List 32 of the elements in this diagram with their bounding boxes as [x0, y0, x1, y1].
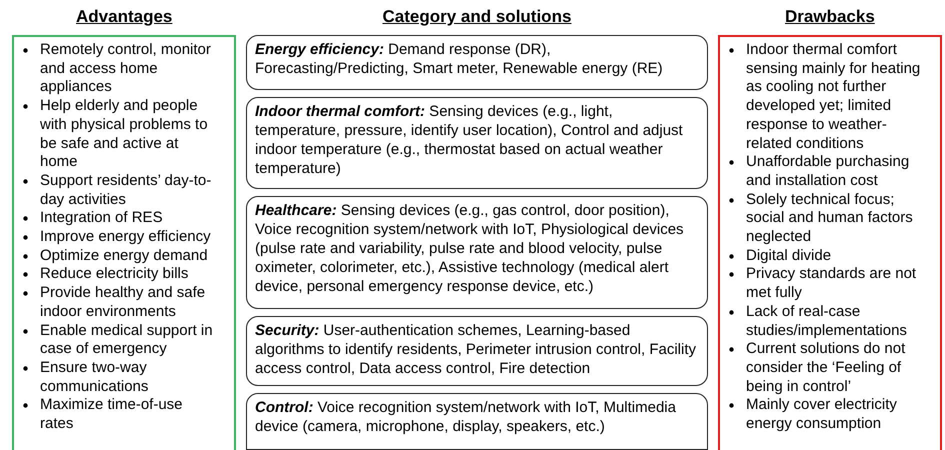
- bullet-text: Unaffordable purchasing and installation cost: [746, 153, 910, 189]
- bullet-text: Remotely control, monitor and access home appliances: [40, 41, 211, 96]
- column-heading: Advantages: [76, 7, 172, 27]
- bullet-text: Privacy standards are not met fully: [746, 265, 916, 302]
- category-text: Energy efficiency: Demand response (DR), Forecasting/Predicting, Smart meter, Renewable energy (RE): [255, 40, 664, 78]
- category-text: Control: Voice recognition system/network with IoT, Multimedia device (camera, microphone, display, speakers, etc.): [255, 398, 677, 436]
- bullet-text: Current solutions do not consider the ‘Feeling of being in control’: [746, 340, 906, 395]
- bullet-text: Reduce electricity bills: [40, 265, 188, 282]
- category-box: [246, 196, 708, 309]
- category-text: Healthcare: Sensing devices (e.g., gas control, door position), Voice recognition system/network with IoT, Physiological devices (pulse rate and variability, pulse rate and blood velocity, pulse oximeter, colorimeter, etc.), Assistive technology (medical alert device, personal emergency response device, etc.): [255, 201, 685, 296]
- bullet-text: Help elderly and people with physical problems to be safe and active at home: [40, 97, 208, 170]
- bullet-text: Optimize energy demand: [40, 246, 208, 264]
- category-box: [246, 393, 708, 450]
- bullet-text: Ensure two-way communications: [40, 358, 148, 395]
- bullet-text: Improve energy efficiency: [40, 228, 211, 246]
- category-box: [246, 316, 708, 386]
- bullet-text: Digital divide: [746, 246, 832, 264]
- category-box: [246, 35, 708, 90]
- bullet-text: Enable medical support in case of emergency: [40, 322, 213, 358]
- bullet-text: Mainly cover electricity energy consumption: [746, 396, 897, 432]
- category-text: Security: User-authentication schemes, Learning-based algorithms to identify residents, Perimeter intrusion control, Facility access control, Data access control, Fire detection: [255, 321, 698, 378]
- bullet-text: Solely technical focus; social and human factors neglected: [746, 190, 913, 246]
- category-box: [246, 97, 708, 189]
- column-heading: Drawbacks: [785, 7, 875, 27]
- bullet-text: Lack of real-case studies/implementations: [746, 302, 907, 339]
- bullet-text: Integration of RES: [40, 209, 163, 226]
- bullet-text: Provide healthy and safe indoor environments: [40, 284, 206, 320]
- bullet-text: Maximize time-of-use rates: [40, 396, 183, 432]
- column-heading: Category and solutions: [382, 7, 572, 27]
- bullet-text: Indoor thermal comfort sensing mainly for heating as cooling not further developed yet; limited response to weather-related conditions: [746, 41, 920, 152]
- bullet-text: Support residents’ day-to-day activities: [40, 172, 212, 208]
- category-text: Indoor thermal comfort: Sensing devices (e.g., light, temperature, pressure, identify user location), Control and adjust indoor temperature (e.g., thermostat based on actual weather temperature): [255, 102, 684, 178]
